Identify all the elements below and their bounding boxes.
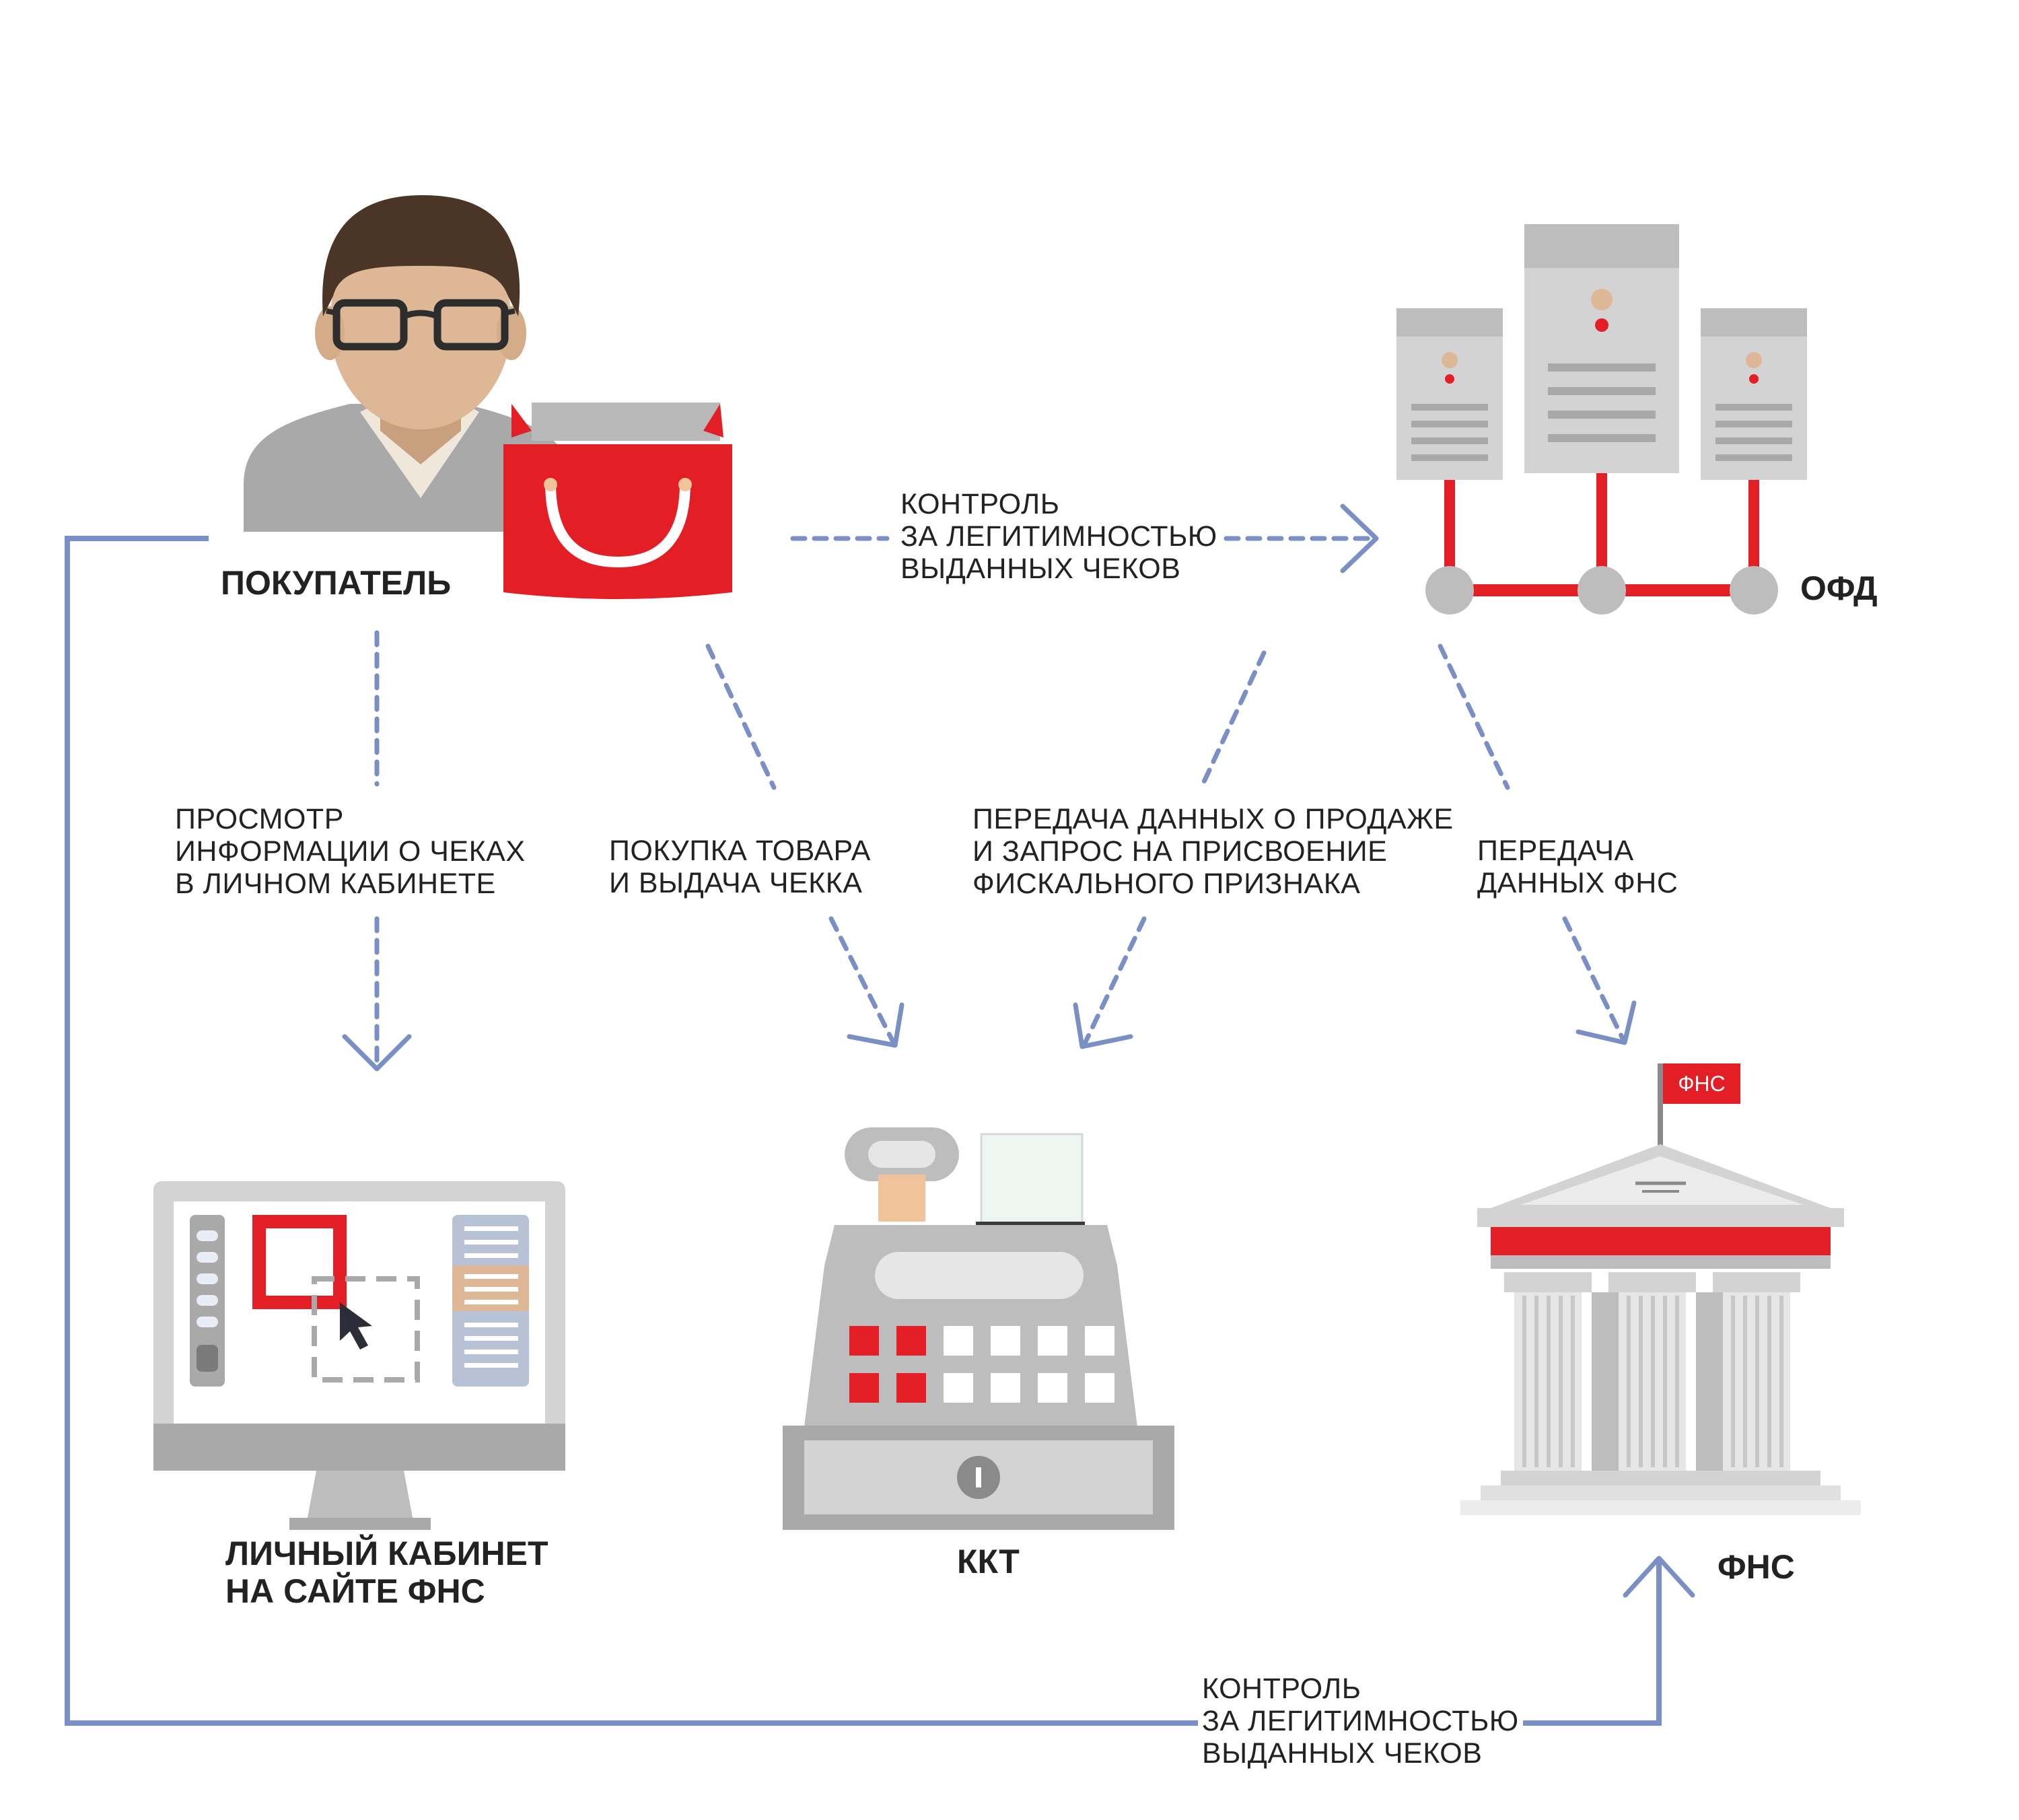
arrow-ofd-kkt-bottom: [1082, 916, 1147, 1046]
arrow-buyer-kkt-bottom: [828, 916, 896, 1046]
arrow-ofd-fns-bottom: [1562, 916, 1626, 1043]
edge-label-buyer-fns: КОНТРОЛЬ ЗА ЛЕГИТИМНОСТЬЮ ВЫДАННЫХ ЧЕКОВ: [1198, 1673, 1523, 1770]
kkt-label: ККТ: [957, 1543, 1020, 1580]
arrow-ofd-fns-top: [1438, 643, 1510, 790]
edge-label-ofd-fns: ПЕРЕДАЧА ДАННЫХ ФНС: [1477, 835, 1678, 899]
arrowhead-kkt-right: [1073, 1002, 1133, 1049]
fns-flag-label: ФНС: [1678, 1072, 1726, 1096]
arrow-ofd-kkt-top: [1199, 650, 1267, 790]
cash-register-icon: [783, 1127, 1174, 1530]
fns-label: ФНС: [1717, 1548, 1795, 1586]
monitor-icon: [153, 1181, 565, 1530]
arrowhead-kkt-left: [847, 1002, 905, 1048]
servers-icon: [1396, 224, 1807, 615]
cabinet-label: ЛИЧНЫЙ КАБИНЕТ НА САЙТЕ ФНС: [225, 1535, 548, 1610]
arrow-buyer-fns-solid: [65, 536, 1662, 1726]
arrowhead-fns-bottom: [1623, 1555, 1695, 1598]
arrow-buyer-kkt-top: [705, 643, 777, 790]
shopping-bag-icon: [503, 403, 732, 599]
arrowhead-cabinet: [342, 1034, 412, 1072]
government-building-icon: [1460, 1063, 1861, 1515]
arrowhead-fns: [1575, 1000, 1637, 1045]
buyer-icon: [244, 195, 572, 532]
edge-label-ofd-kkt: ПЕРЕДАЧА ДАННЫХ О ПРОДАЖЕ И ЗАПРОС НА ПР…: [972, 803, 1454, 900]
edge-label-buyer-ofd: КОНТРОЛЬ ЗА ЛЕГИТИМНОСТЬЮ ВЫДАННЫХ ЧЕКОВ: [900, 488, 1217, 585]
edge-label-buyer-cabinet: ПРОСМОТР ИНФОРМАЦИИ О ЧЕКАХ В ЛИЧНОМ КАБ…: [175, 803, 526, 900]
ofd-label: ОФД: [1800, 569, 1878, 607]
arrowhead-ofd: [1340, 503, 1379, 573]
edge-label-buyer-kkt: ПОКУПКА ТОВАРА И ВЫДАЧА ЧЕККА: [609, 835, 871, 899]
buyer-label: ПОКУПАТЕЛЬ: [221, 564, 452, 602]
